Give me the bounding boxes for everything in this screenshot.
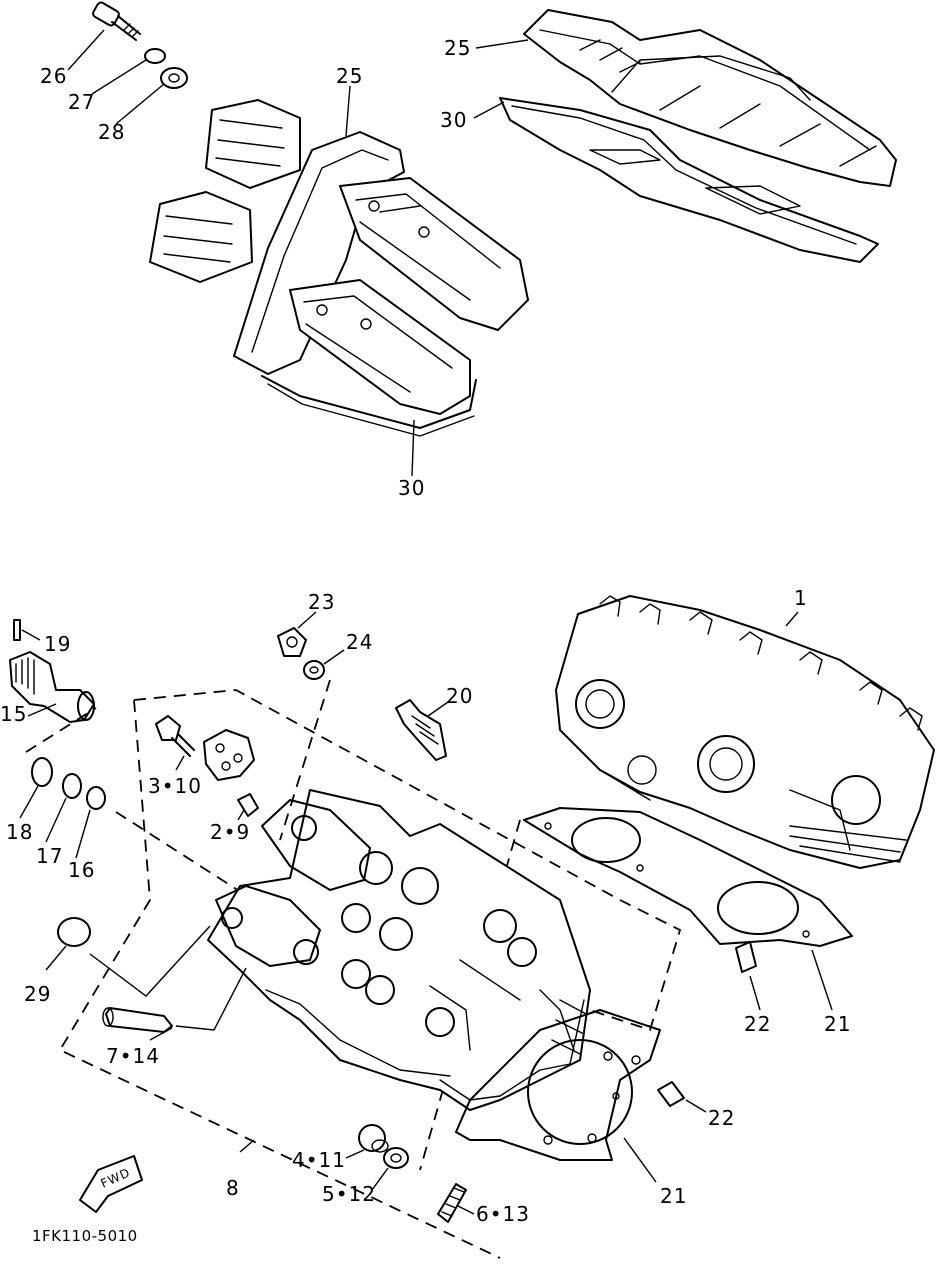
dowel-22-upper-drawing bbox=[735, 941, 757, 973]
head-cover-right-drawing bbox=[499, 9, 897, 263]
plate-drawing bbox=[203, 729, 255, 781]
label-part-16: 16 bbox=[68, 858, 96, 882]
spark-plug-20-drawing bbox=[395, 699, 447, 761]
label-part-25-left: 25 bbox=[336, 64, 364, 88]
plug-4-11-drawing bbox=[358, 1124, 389, 1153]
label-part-26: 26 bbox=[40, 64, 68, 88]
label-part-29: 29 bbox=[24, 982, 52, 1006]
cylinder-head-8-drawing bbox=[207, 789, 591, 1111]
label-part-27: 27 bbox=[68, 90, 96, 114]
dowel-2-9-drawing bbox=[237, 793, 259, 817]
label-part-21-upper: 21 bbox=[824, 1012, 852, 1036]
label-part-15: 15 bbox=[0, 702, 28, 726]
label-part-6-13: 6•13 bbox=[476, 1202, 530, 1226]
label-part-4-11: 4•11 bbox=[292, 1148, 346, 1172]
head-cover-left-drawing bbox=[149, 99, 529, 437]
stud-6-13-drawing bbox=[437, 1183, 467, 1223]
label-part-23: 23 bbox=[308, 590, 336, 614]
pin-19-drawing bbox=[13, 619, 21, 641]
label-part-8: 8 bbox=[226, 1176, 240, 1200]
label-part-3-10: 3•10 bbox=[148, 774, 202, 798]
nut-23-drawing bbox=[277, 627, 307, 657]
label-part-22-upper: 22 bbox=[744, 1012, 772, 1036]
washer-5-12-drawing bbox=[383, 1147, 409, 1169]
label-part-21-lower: 21 bbox=[660, 1184, 688, 1208]
label-part-30-bottom: 30 bbox=[398, 476, 426, 500]
drawing-code: 1FK110-5010 bbox=[32, 1227, 138, 1245]
label-part-19: 19 bbox=[44, 632, 72, 656]
label-part-1: 1 bbox=[794, 586, 808, 610]
fitting-15-drawing bbox=[9, 651, 95, 723]
label-part-18: 18 bbox=[6, 820, 34, 844]
valve-guide-7-14-drawing bbox=[102, 1007, 173, 1033]
bolt-26-drawing bbox=[92, 1, 141, 41]
dowel-22-lower-drawing bbox=[657, 1081, 685, 1107]
head-gasket-upper-drawing bbox=[523, 807, 853, 947]
bolt-3-10-drawing bbox=[155, 715, 195, 757]
label-part-2-9: 2•9 bbox=[210, 820, 251, 844]
label-part-25-top: 25 bbox=[444, 36, 472, 60]
washer-24-drawing bbox=[303, 660, 325, 680]
washer-27-drawing bbox=[144, 48, 166, 64]
label-part-24: 24 bbox=[346, 630, 374, 654]
cylinder-head-1-drawing bbox=[555, 595, 935, 869]
label-part-20: 20 bbox=[446, 684, 474, 708]
cap-29-drawing bbox=[57, 917, 91, 947]
o-rings-16-18-drawing bbox=[31, 757, 106, 810]
fwd-arrow-badge bbox=[79, 1155, 143, 1213]
washer-28-drawing bbox=[160, 67, 188, 89]
label-part-28: 28 bbox=[98, 120, 126, 144]
label-part-5-12: 5•12 bbox=[322, 1182, 376, 1206]
label-part-30-top: 30 bbox=[440, 108, 468, 132]
head-gasket-lower-drawing bbox=[455, 1009, 661, 1161]
label-part-17: 17 bbox=[36, 844, 64, 868]
label-part-22-lower: 22 bbox=[708, 1106, 736, 1130]
label-part-7-14: 7•14 bbox=[106, 1044, 160, 1068]
